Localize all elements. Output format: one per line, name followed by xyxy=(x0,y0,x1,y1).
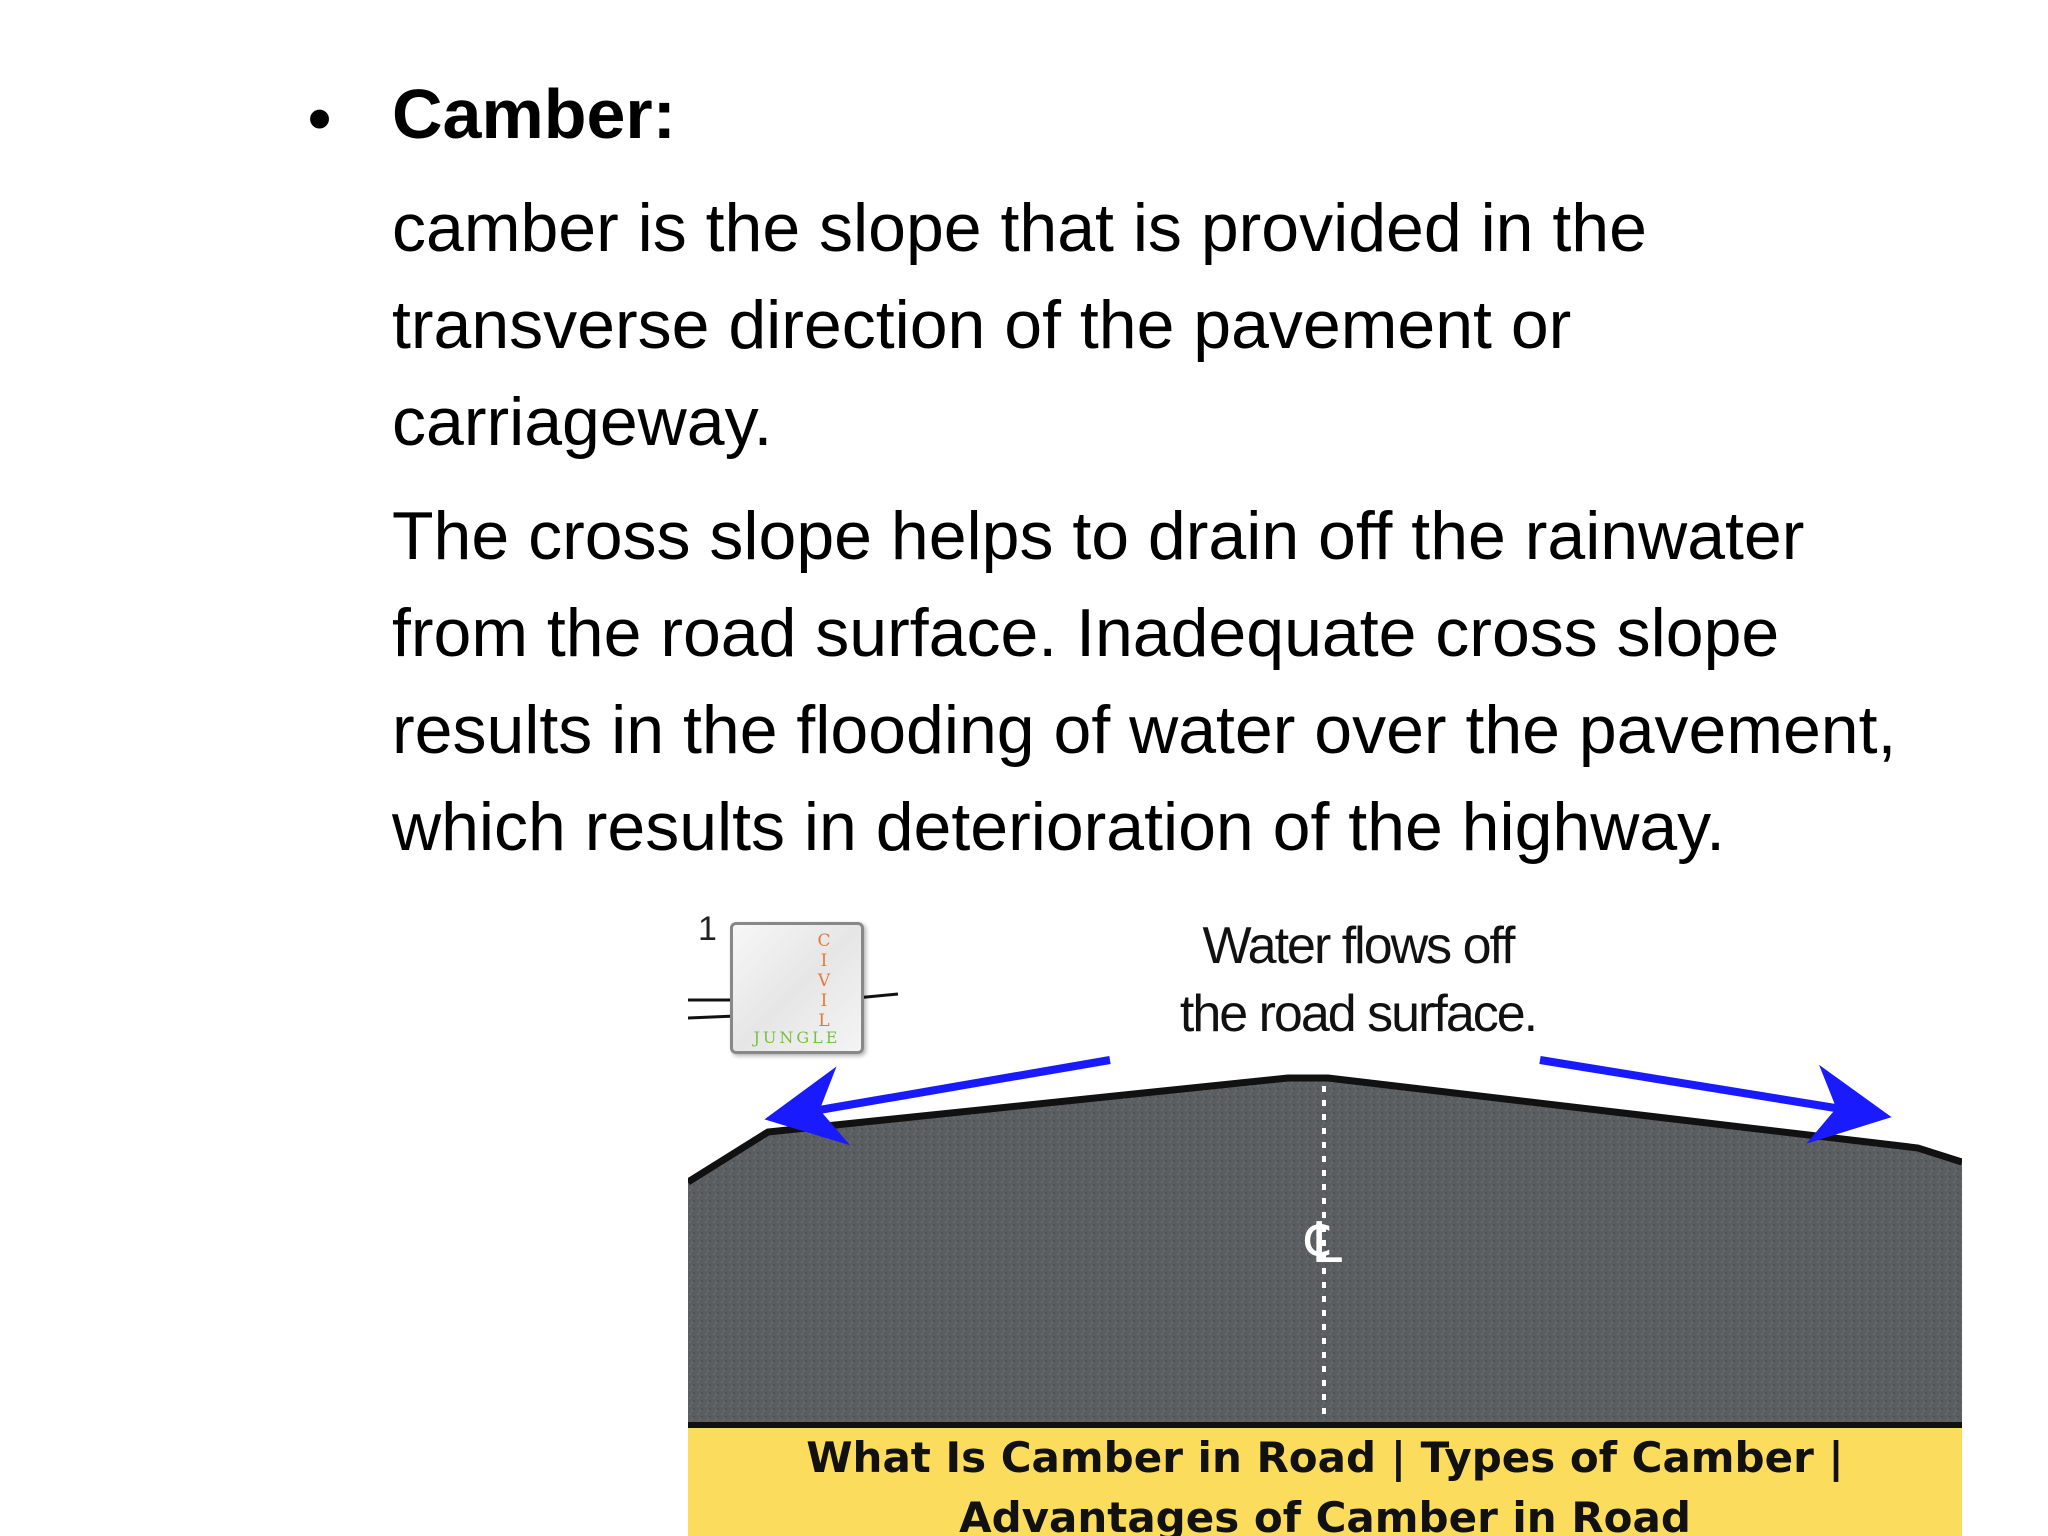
bullet-marker: • xyxy=(308,81,332,155)
definition-paragraph: camber is the slope that is provided in … xyxy=(392,190,1647,460)
side-label: 1 xyxy=(698,910,717,948)
logo-bottom-text: JUNGLE xyxy=(753,1028,841,1047)
banner-line-2: Advantages of Camber in Road xyxy=(959,1493,1691,1536)
slide-heading: Camber: xyxy=(392,75,676,153)
road-crown-line xyxy=(688,1074,1962,1185)
banner-line-1: What Is Camber in Road | Types of Camber… xyxy=(806,1433,1844,1482)
civil-jungle-logo: C I V I L JUNGLE xyxy=(730,922,864,1054)
logo-letters: C I V I L xyxy=(817,931,831,1031)
camber-diagram: ℄ xyxy=(688,992,1962,1422)
camber-figure: ℄ Water flows off the road surface. 1 C … xyxy=(688,900,1962,1536)
flow-caption-line-2: the road surface. xyxy=(1179,985,1538,1043)
road-surface xyxy=(688,1078,1962,1422)
right-flow-arrow xyxy=(1539,1056,1892,1144)
flow-caption-line-1: Water flows off xyxy=(1202,917,1516,975)
flow-caption: Water flows off the road surface. xyxy=(1118,912,1598,1048)
drainage-paragraph: The cross slope helps to drain off the r… xyxy=(392,498,1897,865)
centerline-symbol: ℄ xyxy=(1304,1211,1342,1276)
left-flow-arrow xyxy=(764,1056,1111,1146)
caption-banner: What Is Camber in Road | Types of Camber… xyxy=(688,1422,1962,1536)
